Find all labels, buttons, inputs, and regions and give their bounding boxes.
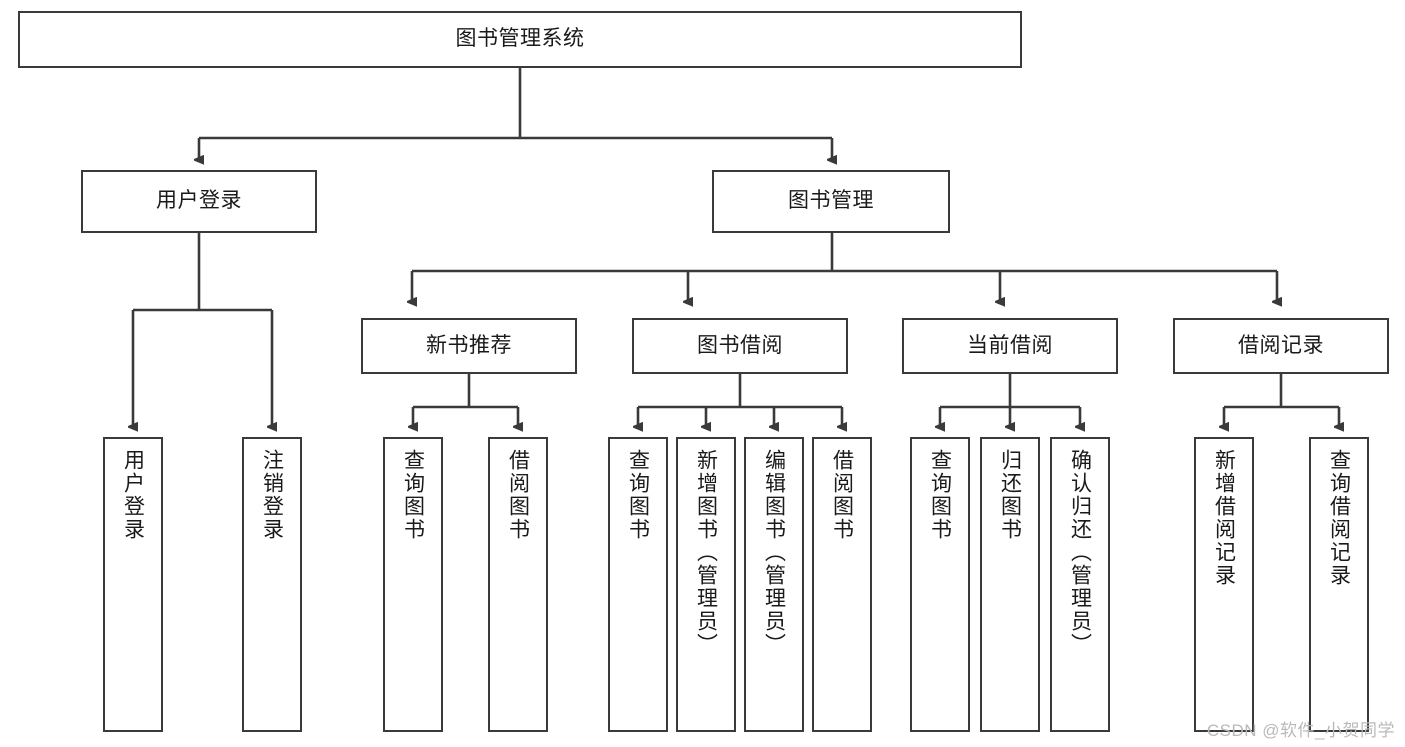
node-leaf-confirm-return[interactable]: 确认归还（管理员） — [1050, 437, 1110, 732]
node-label: 注销登录 — [260, 449, 284, 541]
node-system-title[interactable]: 图书管理系统 — [18, 11, 1022, 68]
node-label: 归还图书 — [998, 449, 1022, 541]
node-leaf-borrow-book-2[interactable]: 借阅图书 — [812, 437, 872, 732]
node-leaf-return-book[interactable]: 归还图书 — [980, 437, 1040, 732]
node-new-book-recommend[interactable]: 新书推荐 — [361, 318, 577, 374]
node-label: 查询图书 — [928, 449, 952, 541]
node-label: 图书管理系统 — [455, 27, 585, 51]
node-label: 用户登录 — [121, 449, 145, 541]
node-user-login[interactable]: 用户登录 — [81, 170, 317, 233]
node-label: 编辑图书（管理员） — [762, 449, 786, 656]
node-label: 查询图书 — [626, 449, 650, 541]
node-book-management[interactable]: 图书管理 — [712, 170, 950, 233]
node-leaf-query-book-2[interactable]: 查询图书 — [608, 437, 668, 732]
node-label: 当前借阅 — [967, 333, 1053, 357]
node-leaf-edit-book[interactable]: 编辑图书（管理员） — [744, 437, 804, 732]
node-label: 借阅图书 — [506, 449, 530, 541]
node-label: 查询借阅记录 — [1327, 449, 1351, 587]
node-leaf-logout-login[interactable]: 注销登录 — [242, 437, 302, 732]
node-leaf-user-login[interactable]: 用户登录 — [103, 437, 163, 732]
watermark: CSDN @软件_小贺同学 — [1206, 721, 1395, 740]
node-current-borrow[interactable]: 当前借阅 — [902, 318, 1118, 374]
node-label: 借阅记录 — [1238, 333, 1324, 357]
node-label: 新增借阅记录 — [1212, 449, 1236, 587]
node-label: 确认归还（管理员） — [1068, 449, 1092, 656]
node-label: 图书管理 — [788, 189, 874, 213]
node-leaf-add-book[interactable]: 新增图书（管理员） — [676, 437, 736, 732]
node-label: 用户登录 — [156, 189, 242, 213]
node-label: 查询图书 — [401, 449, 425, 541]
node-borrow-record[interactable]: 借阅记录 — [1173, 318, 1389, 374]
node-leaf-query-book-1[interactable]: 查询图书 — [383, 437, 443, 732]
node-label: 新增图书（管理员） — [694, 449, 718, 656]
node-leaf-query-book-3[interactable]: 查询图书 — [910, 437, 970, 732]
node-leaf-query-record[interactable]: 查询借阅记录 — [1309, 437, 1369, 732]
node-label: 新书推荐 — [426, 333, 512, 357]
node-book-borrow[interactable]: 图书借阅 — [632, 318, 848, 374]
node-leaf-borrow-book-1[interactable]: 借阅图书 — [488, 437, 548, 732]
node-label: 借阅图书 — [830, 449, 854, 541]
node-label: 图书借阅 — [697, 333, 783, 357]
node-leaf-add-record[interactable]: 新增借阅记录 — [1194, 437, 1254, 732]
